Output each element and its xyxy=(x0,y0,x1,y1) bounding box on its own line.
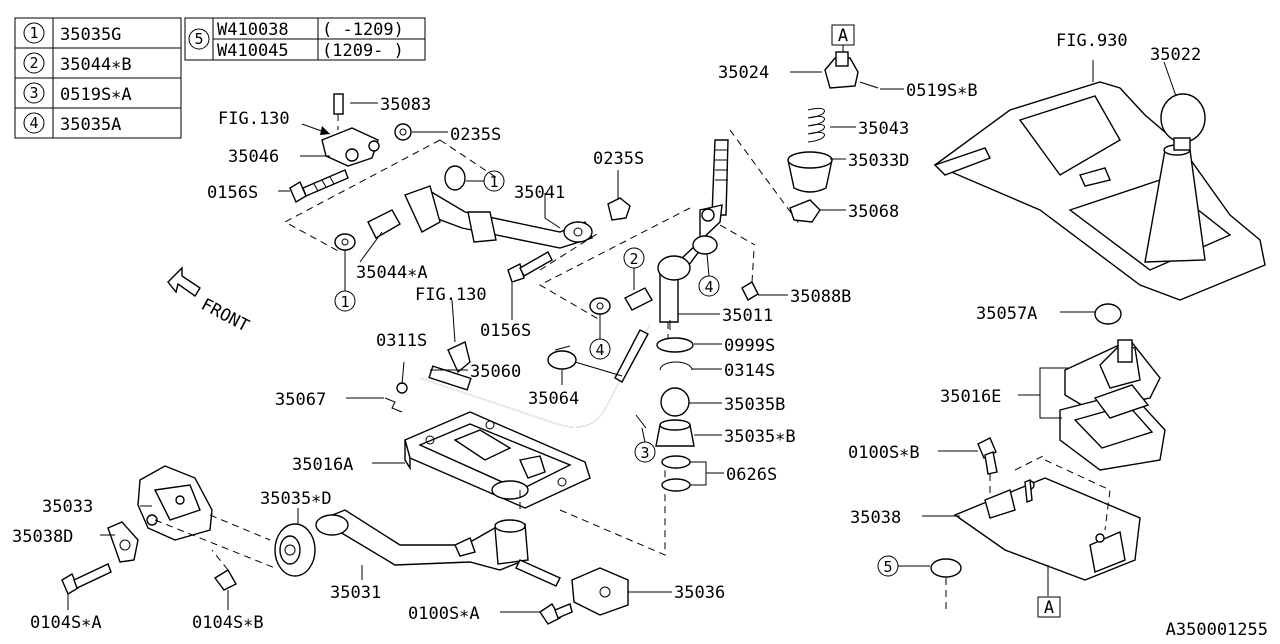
label-fig930: FIG.930 xyxy=(1056,31,1128,51)
legend-right: 5 W410038 ( -1209) W410045 (1209- ) xyxy=(184,17,426,61)
legend-range-5a: ( -1209) xyxy=(322,20,404,40)
label-35035sb: 35035∗B xyxy=(724,427,796,447)
label-35036: 35036 xyxy=(674,583,725,603)
legend-num-1: 1 xyxy=(29,24,38,42)
label-35041: 35041 xyxy=(514,183,565,203)
label-35031: 35031 xyxy=(330,583,381,603)
part-labels: 35083 FIG.130 0235S 35046 0156S 35041 02… xyxy=(12,31,1201,633)
legend-range-5b: (1209- ) xyxy=(322,41,404,61)
legend-num-4: 4 xyxy=(29,114,38,132)
legend-part-5a: W410038 xyxy=(217,20,289,40)
upper-stack: A xyxy=(787,24,879,223)
bracket-35033 xyxy=(61,465,276,596)
label-35067: 35067 xyxy=(275,390,326,410)
front-label: FRONT xyxy=(198,295,253,337)
legend-left: 1 35035G 2 35044∗B 3 0519S∗A 4 35035A xyxy=(14,17,182,139)
label-0314s: 0314S xyxy=(724,361,775,381)
legend-part-2: 35044∗B xyxy=(60,55,132,75)
ref-c1b: 1 xyxy=(340,293,349,311)
console xyxy=(933,60,1266,301)
label-35033d: 35033D xyxy=(848,151,909,171)
front-arrow: FRONT xyxy=(167,266,253,337)
label-35060: 35060 xyxy=(470,362,521,382)
lower-right-assembly: A xyxy=(930,303,1166,618)
legend-num-3: 3 xyxy=(29,84,38,102)
label-0519sb: 0519S∗B xyxy=(906,81,978,101)
label-35038d: 35038D xyxy=(12,527,73,547)
ref-c5: 5 xyxy=(883,558,892,576)
ref-c3: 3 xyxy=(640,444,649,462)
label-35064: 35064 xyxy=(528,389,579,409)
legend-part-1: 35035G xyxy=(60,25,121,45)
label-35088b: 35088B xyxy=(790,287,851,307)
ref-c4a: 4 xyxy=(595,341,604,359)
lever-35031 xyxy=(274,470,666,625)
label-35035b: 35035B xyxy=(724,395,785,415)
callout-a-bottom: A xyxy=(1044,598,1054,618)
label-35022: 35022 xyxy=(1150,45,1201,65)
legend-num-2: 2 xyxy=(29,54,38,72)
legend-part-4: 35035A xyxy=(60,115,121,135)
label-0100sa: 0100S∗A xyxy=(408,604,480,624)
label-fig130-b: FIG.130 xyxy=(415,285,487,305)
label-0235s-a: 0235S xyxy=(450,125,501,145)
label-0100sb: 0100S∗B xyxy=(848,443,920,463)
label-35043: 35043 xyxy=(858,119,909,139)
ref-c2: 2 xyxy=(629,250,638,268)
label-0311s: 0311S xyxy=(376,331,427,351)
ref-c4b: 4 xyxy=(704,278,713,296)
label-0626s: 0626S xyxy=(726,465,777,485)
label-0999s: 0999S xyxy=(724,336,775,356)
label-fig130-a: FIG.130 xyxy=(218,109,290,129)
circle-refs: 1 1 2 3 4 4 5 xyxy=(334,170,930,577)
label-0235s-b: 0235S xyxy=(593,149,644,169)
label-35083: 35083 xyxy=(380,95,431,115)
callout-a-top: A xyxy=(838,26,848,46)
housing-35016a xyxy=(404,411,591,509)
label-35016e: 35016E xyxy=(940,387,1001,407)
cable-35060 xyxy=(384,324,651,428)
label-35011: 35011 xyxy=(722,306,773,326)
label-35033: 35033 xyxy=(42,497,93,517)
label-35038: 35038 xyxy=(850,508,901,528)
legend-part-5b: W410045 xyxy=(217,41,289,61)
label-35044a: 35044∗A xyxy=(356,263,428,283)
label-35046: 35046 xyxy=(228,147,279,167)
linkage-group xyxy=(283,93,631,271)
label-0104sa: 0104S∗A xyxy=(30,613,102,633)
shift-lever xyxy=(507,129,801,492)
label-0104sb: 0104S∗B xyxy=(192,613,264,633)
label-35024: 35024 xyxy=(718,63,769,83)
ref-c1a: 1 xyxy=(489,173,498,191)
legend-num-5: 5 xyxy=(194,30,203,48)
leader-lines xyxy=(67,61,1177,613)
label-35068: 35068 xyxy=(848,202,899,222)
label-0156s-b: 0156S xyxy=(480,321,531,341)
drawing-number: A350001255 xyxy=(1166,620,1268,640)
label-35035d: 35035∗D xyxy=(260,489,332,509)
legend-part-3: 0519S∗A xyxy=(60,85,132,105)
label-0156s-a: 0156S xyxy=(207,183,258,203)
label-35057a: 35057A xyxy=(976,304,1037,324)
label-35016a: 35016A xyxy=(292,455,353,475)
